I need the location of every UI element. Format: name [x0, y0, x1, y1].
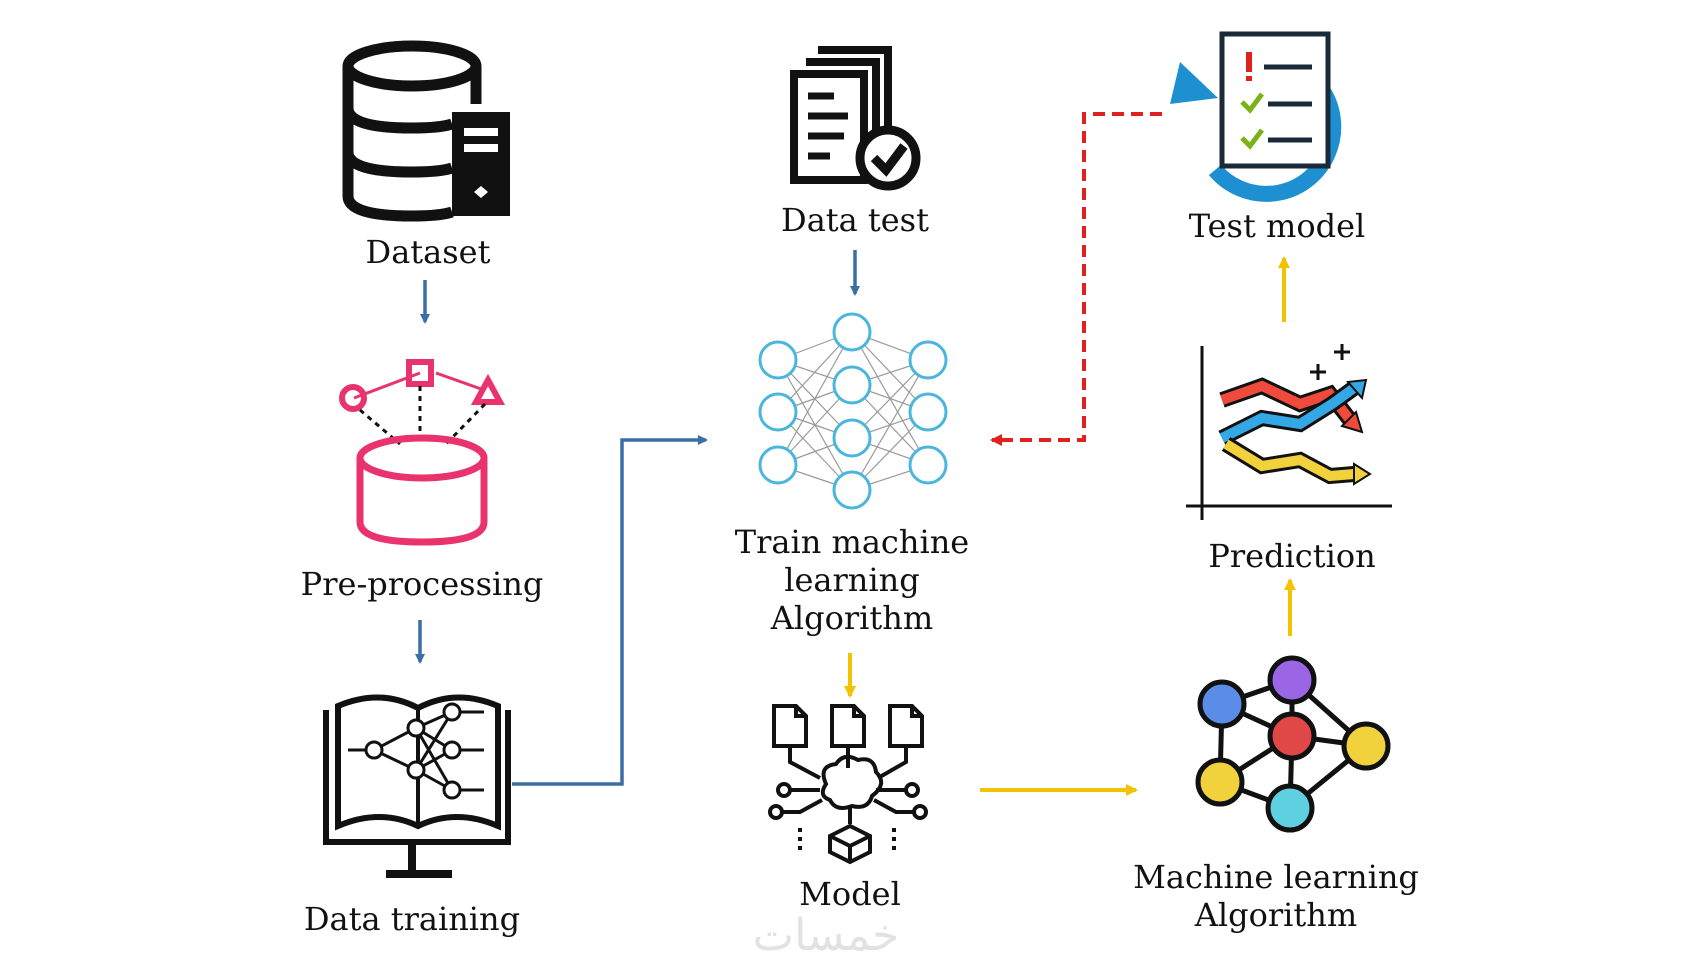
prediction-label: Prediction: [1208, 537, 1375, 575]
model-label: Model: [799, 875, 901, 913]
dataset-label: Dataset: [366, 233, 491, 271]
ml-algorithm-label-line-1: Machine learning: [1133, 858, 1419, 896]
test-model-label: Test model: [1189, 207, 1366, 245]
database-server-icon: [342, 40, 510, 222]
train-algorithm-label-line-3: Algorithm: [770, 599, 933, 637]
document-check-icon: [790, 46, 921, 191]
data-test-label: Data test: [781, 201, 929, 239]
data-training-label: Data training: [304, 900, 520, 938]
model-brain-circuit-icon: [768, 704, 928, 865]
arrow-training-to-algorithm: [512, 435, 708, 786]
preprocessing-database-icon: [339, 359, 506, 546]
arrow-test-model-to-algorithm: [990, 112, 1162, 446]
train-algorithm-label-line-1: Train machine: [735, 523, 969, 561]
trend-chart-icon: [1186, 344, 1392, 520]
watermark: خمسات: [753, 910, 900, 961]
book-monitor-network-icon: [323, 694, 511, 878]
neural-network-icon: [758, 312, 948, 510]
ml-algorithm-label-line-2: Algorithm: [1194, 896, 1357, 934]
colored-network-icon: [1195, 655, 1391, 833]
checklist-refresh-icon: [1170, 31, 1342, 202]
train-algorithm-label-line-2: learning: [784, 561, 919, 599]
preprocessing-label: Pre-processing: [301, 565, 544, 603]
